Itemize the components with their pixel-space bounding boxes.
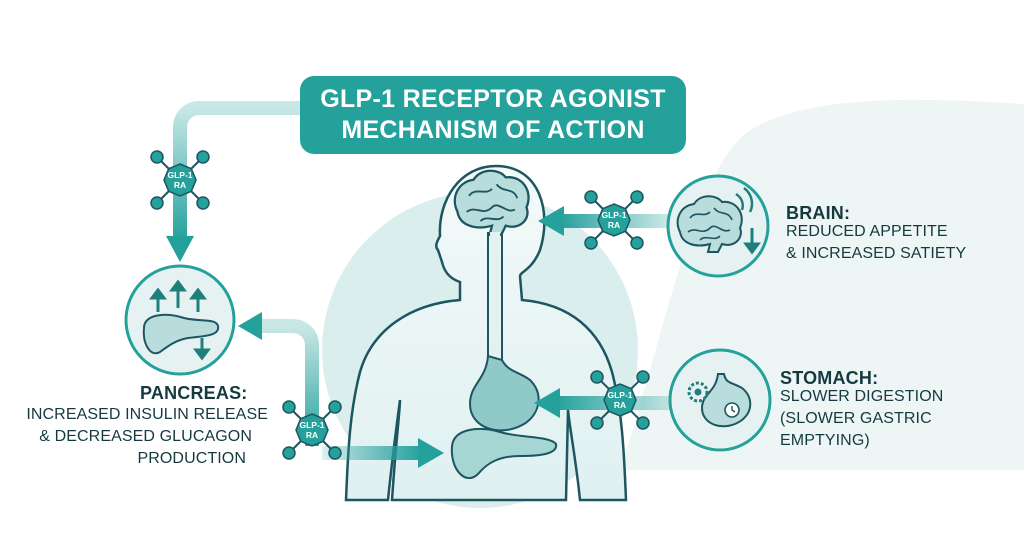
body-pancreas-icon (450, 427, 558, 480)
pancreas-heading: PANCREAS: (140, 383, 248, 403)
pancreas-effect-line: & DECREASED GLUCAGON (39, 428, 252, 445)
molecule-label: RA (306, 430, 318, 440)
molecule-to-pancreas-arrow (322, 446, 422, 460)
brain-effect-line: & INCREASED SATIETY (786, 245, 967, 262)
molecule-label: RA (174, 180, 186, 190)
pancreas-icon (142, 313, 220, 355)
stomach-heading: STOMACH: (780, 368, 879, 388)
molecule-to-pancreas-arrowhead (418, 438, 444, 468)
pancreas-effect-line: PRODUCTION (137, 450, 246, 467)
brain-effect-line: REDUCED APPETITE (786, 223, 948, 240)
title-line: GLP-1 RECEPTOR AGONIST (320, 85, 666, 113)
molecule-label: GLP-1 (601, 210, 626, 220)
arrow-up-icon (149, 279, 207, 312)
molecule-label: GLP-1 (167, 170, 192, 180)
gear-icon (687, 381, 709, 403)
arrow-down-icon (193, 338, 211, 361)
pancreas-feedback-arrowhead (238, 312, 262, 340)
clock-icon (724, 402, 740, 418)
title-banner: GLP-1 RECEPTOR AGONIST MECHANISM OF ACTI… (300, 76, 686, 154)
esophagus-shape (487, 232, 503, 360)
molecule-label: GLP-1 (299, 420, 324, 430)
stomach-arrowhead (534, 388, 560, 418)
stomach-effect-line: (SLOWER GASTRIC EMPTYING) (780, 410, 932, 449)
human-silhouette (344, 164, 628, 502)
title-to-pancreas-arrow (173, 101, 300, 240)
molecule-label: GLP-1 (607, 390, 632, 400)
title-to-pancreas-arrowhead (166, 236, 194, 262)
signal-waves-icon (735, 187, 754, 213)
title-line: MECHANISM OF ACTION (341, 116, 645, 144)
pancreas-feedback-arrow (258, 319, 319, 446)
stomach-effect-line: SLOWER DIGESTION (780, 388, 944, 405)
pancreas-effect-line: INCREASED INSULIN RELEASE (26, 406, 268, 423)
molecule-label: RA (608, 220, 620, 230)
arrow-down-icon (743, 228, 761, 255)
brain-heading: BRAIN: (786, 203, 851, 223)
molecule-label: RA (614, 400, 626, 410)
brain-arrowhead (538, 206, 564, 236)
body-stomach-icon (468, 354, 540, 432)
esophagus-fill (490, 232, 500, 360)
